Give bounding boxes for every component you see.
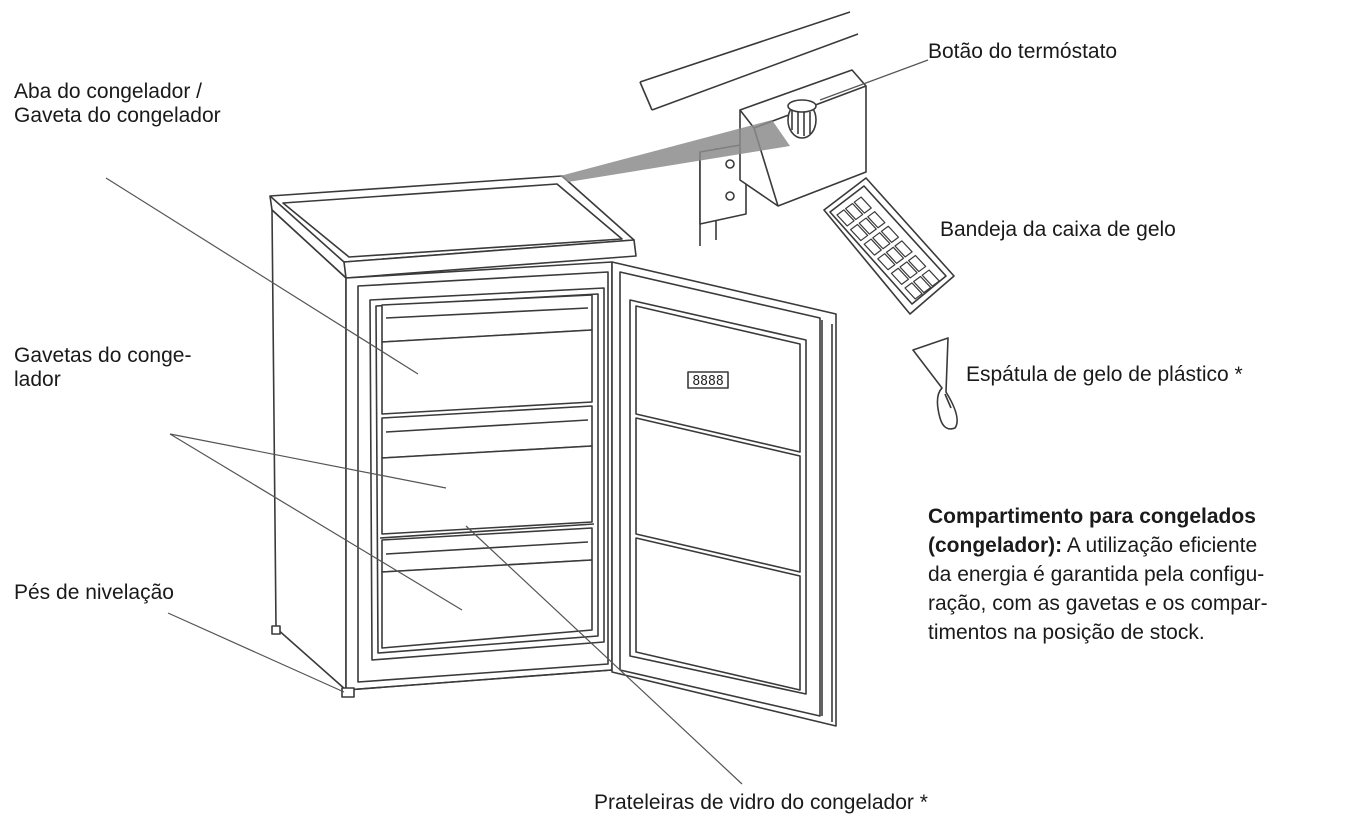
ice-cell: [880, 225, 900, 243]
label-freezer-drawers-line2: lador: [14, 368, 61, 391]
door-display-frame: [687, 371, 729, 389]
ice-cell: [890, 267, 910, 285]
freezer-compartment-description: Compartimento para congelados (congelado…: [928, 502, 1338, 647]
ice-cell: [899, 261, 918, 279]
ice-cell: [867, 211, 886, 229]
ice-cell: [844, 202, 864, 221]
label-freezer-drawers: Gavetas do conge- lador: [14, 344, 191, 392]
ice-cell: [849, 223, 869, 242]
ice-cell: [894, 240, 913, 258]
label-leveling-feet: Pés de nivelação: [14, 581, 174, 604]
label-ice-tray: Bandeja da caixa de gelo: [940, 218, 1176, 241]
ice-cell: [836, 209, 855, 227]
door-display: 8888: [692, 374, 723, 389]
ice-cell: [872, 232, 891, 250]
leader-flap: [105, 177, 419, 375]
top-drawer: [381, 294, 593, 415]
ice-tray: [823, 177, 955, 315]
leader-drawers-2: [169, 433, 463, 611]
leader-feet: [167, 612, 345, 693]
bottom-drawer: [379, 523, 595, 649]
ice-cell: [921, 269, 940, 287]
ice-cell: [863, 238, 882, 256]
ice-cell: [885, 246, 905, 264]
leader-glass-shelves: [465, 525, 743, 785]
cabinet-top: [269, 175, 637, 279]
thermostat-closeup: [639, 11, 867, 246]
description-bold-title: Compartimento para congelados: [928, 505, 1256, 528]
leveling-feet: [271, 625, 355, 698]
label-freezer-flap-line2: Gaveta do congelador: [14, 104, 221, 127]
middle-drawer: [381, 405, 593, 535]
ice-cell: [907, 254, 927, 273]
thermostat-callout-beam: [560, 120, 790, 182]
label-freezer-drawers-line1: Gavetas do conge-: [14, 344, 192, 367]
description-line-4: ração, com as gavetas e os compar-: [928, 592, 1268, 615]
ice-cell: [858, 217, 877, 235]
label-ice-scraper: Espátula de gelo de plástico *: [966, 363, 1243, 386]
label-glass-shelves: Prateleiras de vidro do congelador *: [594, 791, 928, 814]
description-line-1: Compartimento para congelados: [928, 502, 1338, 531]
description-line-3: da energia é garantida pela configu-: [928, 563, 1265, 586]
description-line-2: (congelador): A utilização eficiente: [928, 531, 1338, 560]
leader-drawers-1: [169, 433, 447, 489]
ice-cell: [904, 282, 923, 300]
leader-thermostat: [819, 59, 929, 101]
freezer-door: [611, 261, 837, 727]
ice-cell: [877, 253, 896, 271]
label-freezer-flap: Aba do congelador / Gaveta do congelador: [14, 80, 221, 128]
description-bold-sub: (congelador):: [928, 534, 1063, 557]
ice-scraper: [912, 337, 958, 430]
ice-cell: [853, 196, 872, 214]
ice-tray-cells: [836, 196, 940, 300]
label-freezer-flap-line1: Aba do congelador /: [14, 80, 202, 103]
description-line-2-rest: A utilização eficiente: [1066, 534, 1258, 557]
label-thermostat-knob: Botão do termóstato: [928, 40, 1118, 63]
ice-cell: [912, 275, 932, 294]
description-line-5: timentos na posição de stock.: [928, 621, 1205, 644]
